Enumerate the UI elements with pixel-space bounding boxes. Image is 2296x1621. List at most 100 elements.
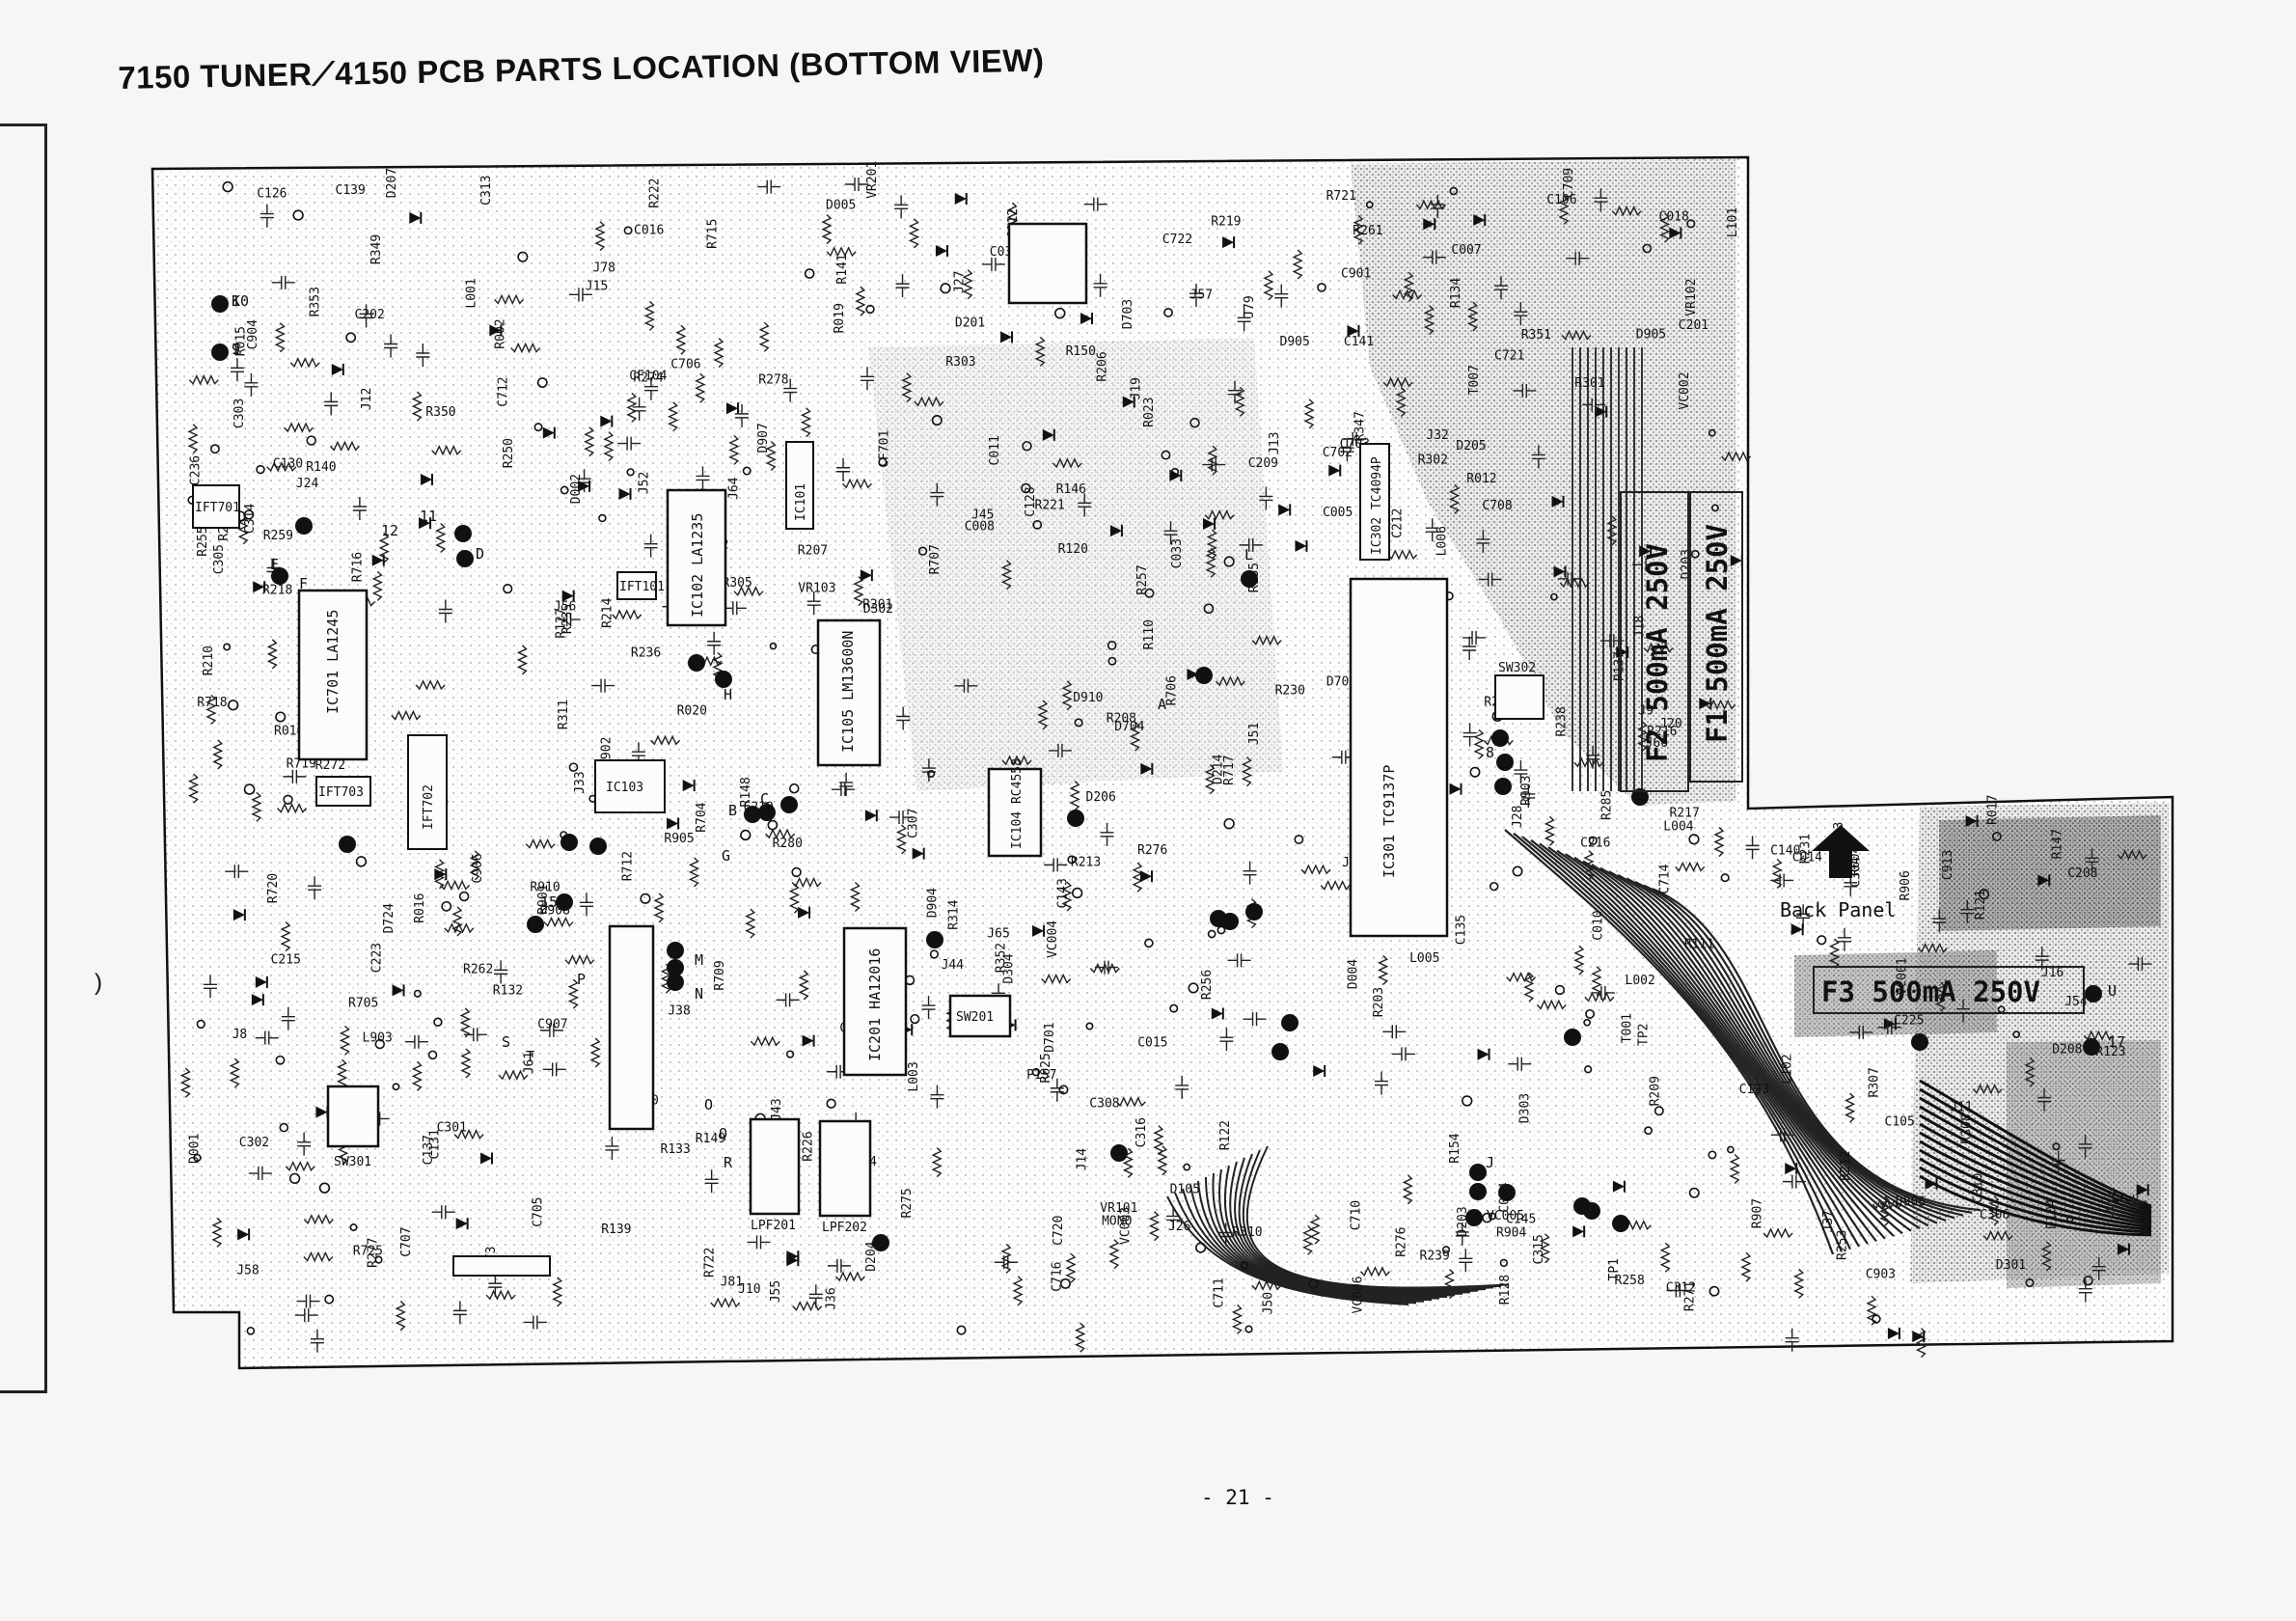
test-point-label: P (577, 971, 586, 988)
solder-pad (667, 959, 684, 976)
component-label: C707 (399, 1226, 414, 1256)
component-label: D704 (1114, 720, 1144, 734)
trace (1504, 829, 1835, 1255)
diode-symbol (392, 984, 404, 997)
via (222, 180, 233, 193)
resistor-symbol (469, 850, 480, 881)
resistor-symbol (1844, 1092, 1856, 1123)
component-label: D004 (1346, 959, 1360, 989)
component-label: C145 (1506, 1213, 1536, 1227)
capacitor-symbol (921, 996, 936, 1020)
trace (1530, 838, 1860, 1248)
component-label: J61 (522, 1052, 536, 1074)
trace (1652, 888, 1982, 1212)
diode-symbol (1313, 1065, 1326, 1078)
component-label: R717 (1222, 755, 1237, 784)
capacitor-symbol (921, 758, 936, 783)
component-label: J81 (721, 1275, 743, 1289)
via (931, 415, 943, 426)
resistor-symbol (800, 407, 812, 438)
pad-layer (187, 180, 2123, 1335)
component-label: J55 (769, 1280, 783, 1303)
via (1462, 1095, 1473, 1107)
component-label: D207 (385, 168, 399, 198)
diode-symbol (419, 517, 431, 530)
component-label: R203 (1372, 987, 1386, 1017)
component-label: D201 (955, 316, 985, 331)
component-label: R017 (1986, 795, 2001, 825)
capacitor-symbol (296, 1294, 320, 1308)
trace-layer (1166, 347, 2152, 1305)
component-label: R716 (350, 552, 365, 582)
diode-symbol (1612, 1180, 1625, 1193)
resistor-symbol (713, 338, 724, 369)
component-label: R206 (1095, 351, 1109, 381)
diode-symbol (455, 1218, 468, 1230)
via (1223, 556, 1235, 567)
diode-symbol (600, 415, 613, 427)
via (1294, 835, 1304, 844)
via (598, 513, 607, 523)
via (1584, 1065, 1593, 1074)
resistor-symbol (391, 709, 422, 722)
via (1169, 1003, 1179, 1013)
resistor-symbol (1382, 376, 1413, 388)
resistor-symbol (1234, 386, 1245, 417)
resistor-symbol (1204, 509, 1235, 521)
capacitor-symbol (1514, 302, 1528, 326)
diode-symbol (1790, 923, 1803, 936)
component-label: C011 (988, 435, 1002, 465)
component-label: C007 (1451, 243, 1481, 258)
solder-pad (454, 525, 472, 542)
component-label: C721 (1494, 349, 1524, 364)
component-label: R715 (705, 219, 720, 249)
capacitor-symbol (992, 983, 1006, 1007)
resistor-symbol (710, 1297, 741, 1308)
capacitor-symbol (266, 558, 281, 582)
component-label: C913 (1941, 850, 1955, 880)
resistor-symbol (1205, 547, 1216, 578)
component-label: J65 (987, 926, 1009, 941)
resistor-symbol (612, 609, 642, 620)
solder-pad (1911, 1033, 1928, 1051)
resistor-symbol (2083, 1030, 2114, 1041)
via (292, 209, 304, 221)
component-label: L002 (1626, 974, 1655, 988)
via (1085, 1022, 1094, 1030)
via (1244, 1325, 1253, 1333)
capacitor-symbol (747, 1235, 771, 1250)
back-panel-marker: Back Panel (1780, 825, 1896, 921)
resistor-symbol (440, 879, 471, 892)
capacitor-symbol (954, 678, 978, 693)
via (1688, 834, 1700, 845)
component-label: R704 (695, 802, 709, 832)
capacitor-symbol (494, 960, 508, 984)
solder-pad (1469, 1183, 1487, 1200)
via (740, 829, 752, 841)
component-label: J54 (2064, 995, 2088, 1009)
resistor-symbol (329, 440, 360, 453)
component-label: R121 (1974, 890, 1988, 920)
via (1240, 1261, 1249, 1270)
resistor-symbol (1793, 1268, 1805, 1299)
via (865, 304, 875, 315)
capacitor-symbol (1558, 571, 1582, 586)
resistor-symbol (179, 1067, 192, 1098)
trace (1565, 853, 1895, 1237)
resistor-symbol (1148, 1211, 1161, 1242)
component-label: R255 (196, 526, 210, 556)
component-label: CF701 (877, 430, 891, 468)
capacitor-symbol (1476, 529, 1490, 553)
resistor-symbol (914, 396, 944, 407)
diode-symbol (1203, 517, 1216, 530)
capacitor-symbol (260, 204, 274, 228)
component-label: C304 (1849, 857, 1864, 887)
svg-text:LPF202: LPF202 (822, 1221, 867, 1235)
capacitor-symbol (1340, 438, 1354, 462)
resistor-symbol (266, 639, 279, 670)
component-label: C126 (257, 186, 287, 201)
resistor-symbol (1934, 981, 1947, 1012)
diode-symbol (1965, 815, 1978, 828)
component-label: TP1 (1607, 1258, 1622, 1280)
svg-text:SW302: SW302 (1498, 661, 1536, 675)
